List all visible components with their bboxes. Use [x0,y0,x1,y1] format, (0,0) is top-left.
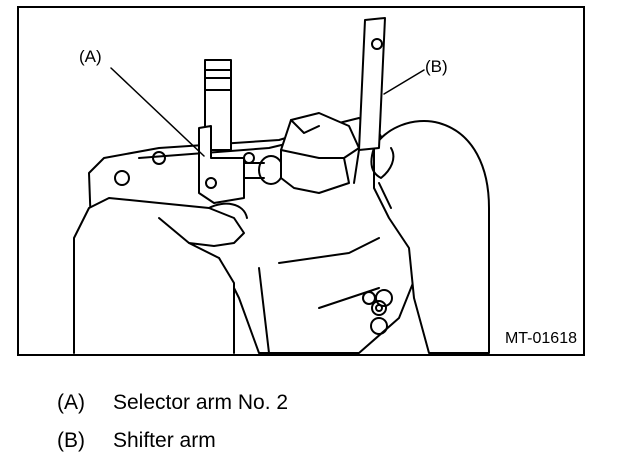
illustration [73,17,490,354]
callout-a-leader [110,67,205,157]
figure-frame: (A) (B) MT-01618 [17,6,585,356]
callout-b-leader [383,69,425,95]
legend-key: (A) [57,391,85,414]
selector-arm-drawing [198,59,284,204]
legend-text: Selector arm No. 2 [113,391,289,414]
legend-item: (B) Shifter arm [57,422,288,460]
figure-id: MT-01618 [504,330,577,347]
legend-item: (A) Selector arm No. 2 [57,384,288,422]
left-hand-drawing [73,197,248,354]
legend: (A) Selector arm No. 2 (B) Shifter arm [57,384,288,460]
callout-a-label: (A) [79,47,102,66]
callout-b-label: (B) [425,57,448,76]
shifter-arm-drawing [353,17,386,184]
right-hand-drawing [370,120,490,354]
shift-mechanism-drawing [280,112,360,194]
legend-text: Shifter arm [113,429,216,452]
legend-key: (B) [57,429,85,452]
